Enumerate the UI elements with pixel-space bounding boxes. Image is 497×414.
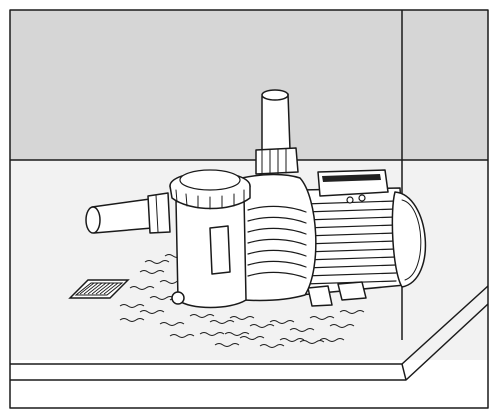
water-ripple <box>159 322 185 326</box>
water-ripple <box>149 296 175 300</box>
frame-border <box>9 9 489 409</box>
motor <box>299 169 427 307</box>
terminal-box <box>317 169 389 197</box>
water-ripple-icon <box>119 254 365 348</box>
water-ripple <box>189 314 215 318</box>
water-ripple <box>214 343 240 347</box>
housing-rib <box>247 249 307 257</box>
water-ripple <box>329 324 355 328</box>
motor-fin <box>303 256 397 261</box>
back-wall <box>10 10 488 160</box>
water-ripple <box>209 320 235 324</box>
motor-fin <box>303 224 397 229</box>
water-ripple <box>259 344 285 348</box>
strainer-lid <box>169 169 251 210</box>
water-ripple <box>139 310 165 314</box>
water-ripple <box>199 332 225 336</box>
water-ripple <box>249 324 275 328</box>
housing-rib <box>247 205 307 213</box>
housing-rib <box>247 227 307 235</box>
water-ripple <box>339 310 365 314</box>
outlet-pipe <box>261 93 291 153</box>
pump-housing <box>169 89 317 309</box>
housing-rib <box>247 271 307 279</box>
water-ripple <box>169 334 195 338</box>
motor-fin <box>303 264 397 269</box>
water-ripple <box>279 338 305 342</box>
floor-drain-icon <box>68 279 130 299</box>
motor-fin <box>303 216 397 221</box>
pool-pump <box>85 89 427 309</box>
water-ripple <box>229 316 255 320</box>
motor-foot <box>307 285 333 307</box>
housing-rib <box>247 238 307 246</box>
water-ripple <box>144 260 170 264</box>
housing-rib <box>247 216 307 224</box>
motor-fin <box>303 272 397 277</box>
water-ripple <box>239 336 265 340</box>
water-ripple <box>289 328 315 332</box>
water-ripple <box>224 332 250 336</box>
motor-fin <box>303 248 397 253</box>
water-ripple <box>269 320 295 324</box>
water-ripple <box>139 270 165 274</box>
motor-fin <box>303 208 397 213</box>
water-ripple <box>119 318 145 322</box>
motor-fin <box>303 232 397 237</box>
water-ripple <box>319 338 345 342</box>
drain-plug <box>171 291 185 305</box>
motor-end-cap <box>391 191 427 288</box>
water-ripple <box>119 304 145 308</box>
water-ripple <box>299 340 325 344</box>
inlet-pipe <box>85 192 171 234</box>
platform-corner-edge <box>401 363 407 381</box>
motor-fin <box>303 240 397 245</box>
water-ripple <box>129 286 155 290</box>
housing-rib <box>247 260 307 268</box>
water-ripple <box>309 316 335 320</box>
